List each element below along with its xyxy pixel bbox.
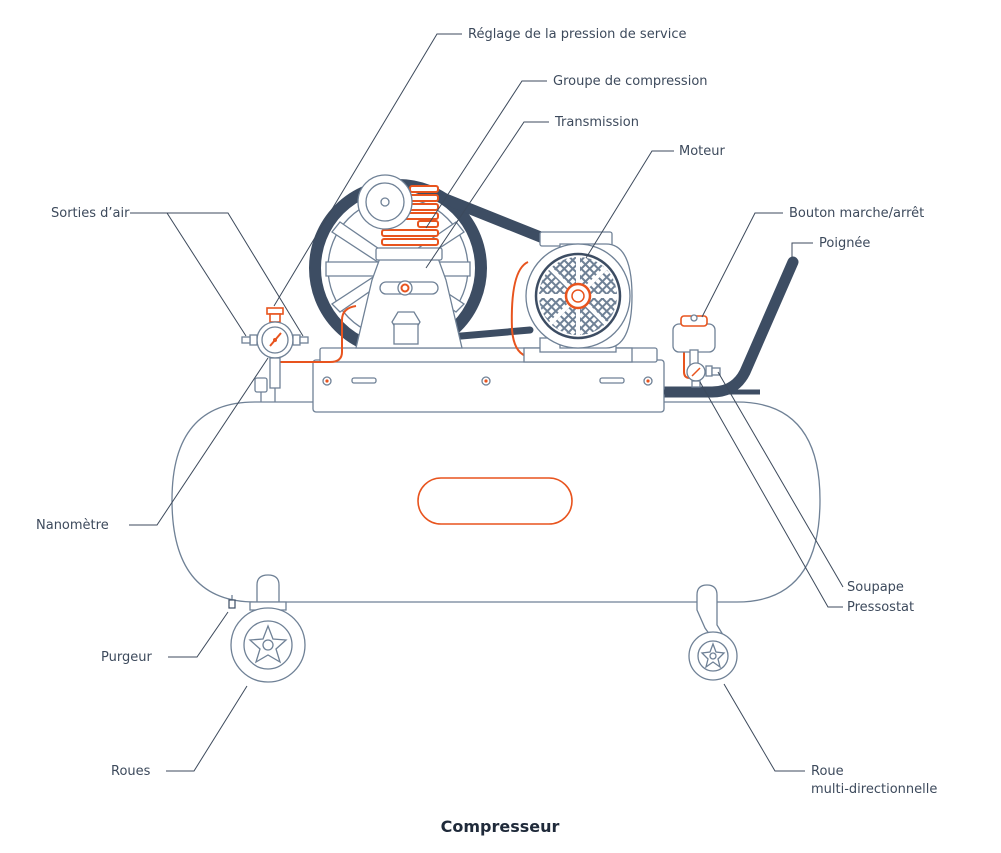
leader-soupape — [717, 371, 844, 588]
leader-nanometre — [129, 357, 269, 526]
leader-purgeur — [168, 611, 229, 658]
tank — [171, 401, 821, 603]
leader-reglage — [273, 33, 462, 307]
motor — [523, 231, 633, 363]
label-roue-line2: multi-directionnelle — [811, 782, 937, 797]
diagram-title: Compresseur — [441, 817, 560, 836]
wheel-rear-swivel — [688, 584, 738, 681]
label-purgeur: Purgeur — [101, 650, 152, 665]
label-roue-line1: Roue — [811, 764, 844, 779]
leader-transmission — [425, 121, 549, 269]
label-transmission: Transmission — [554, 115, 639, 130]
pump-group — [355, 174, 463, 349]
label-moteur: Moteur — [679, 144, 726, 159]
regulator-assembly — [241, 307, 309, 402]
label-sorties: Sorties d’air — [51, 206, 130, 221]
leader-roue — [723, 683, 805, 772]
label-nanometre: Nanomètre — [36, 518, 109, 533]
label-bouton: Bouton marche/arrêt — [789, 206, 924, 221]
label-groupe: Groupe de compression — [553, 74, 708, 89]
leader-lines — [129, 33, 844, 772]
leader-roues — [166, 685, 248, 772]
label-reglage: Réglage de la pression de service — [468, 27, 687, 42]
label-poignee: Poignée — [819, 236, 870, 251]
pressure-switch — [664, 314, 760, 395]
label-roues: Roues — [111, 764, 151, 779]
tank-label-plate — [417, 477, 573, 525]
leader-sorties-2 — [167, 212, 304, 337]
drain-valve — [228, 595, 236, 609]
label-pressostat: Pressostat — [847, 600, 914, 615]
label-soupape: Soupape — [847, 580, 904, 595]
wheel-front — [230, 574, 306, 683]
leader-moteur — [585, 150, 674, 259]
leader-poignee — [791, 242, 813, 258]
leader-pressostat — [699, 381, 843, 608]
leader-sorties-1 — [130, 212, 247, 337]
leader-groupe — [425, 80, 547, 229]
leader-bouton — [701, 212, 783, 318]
